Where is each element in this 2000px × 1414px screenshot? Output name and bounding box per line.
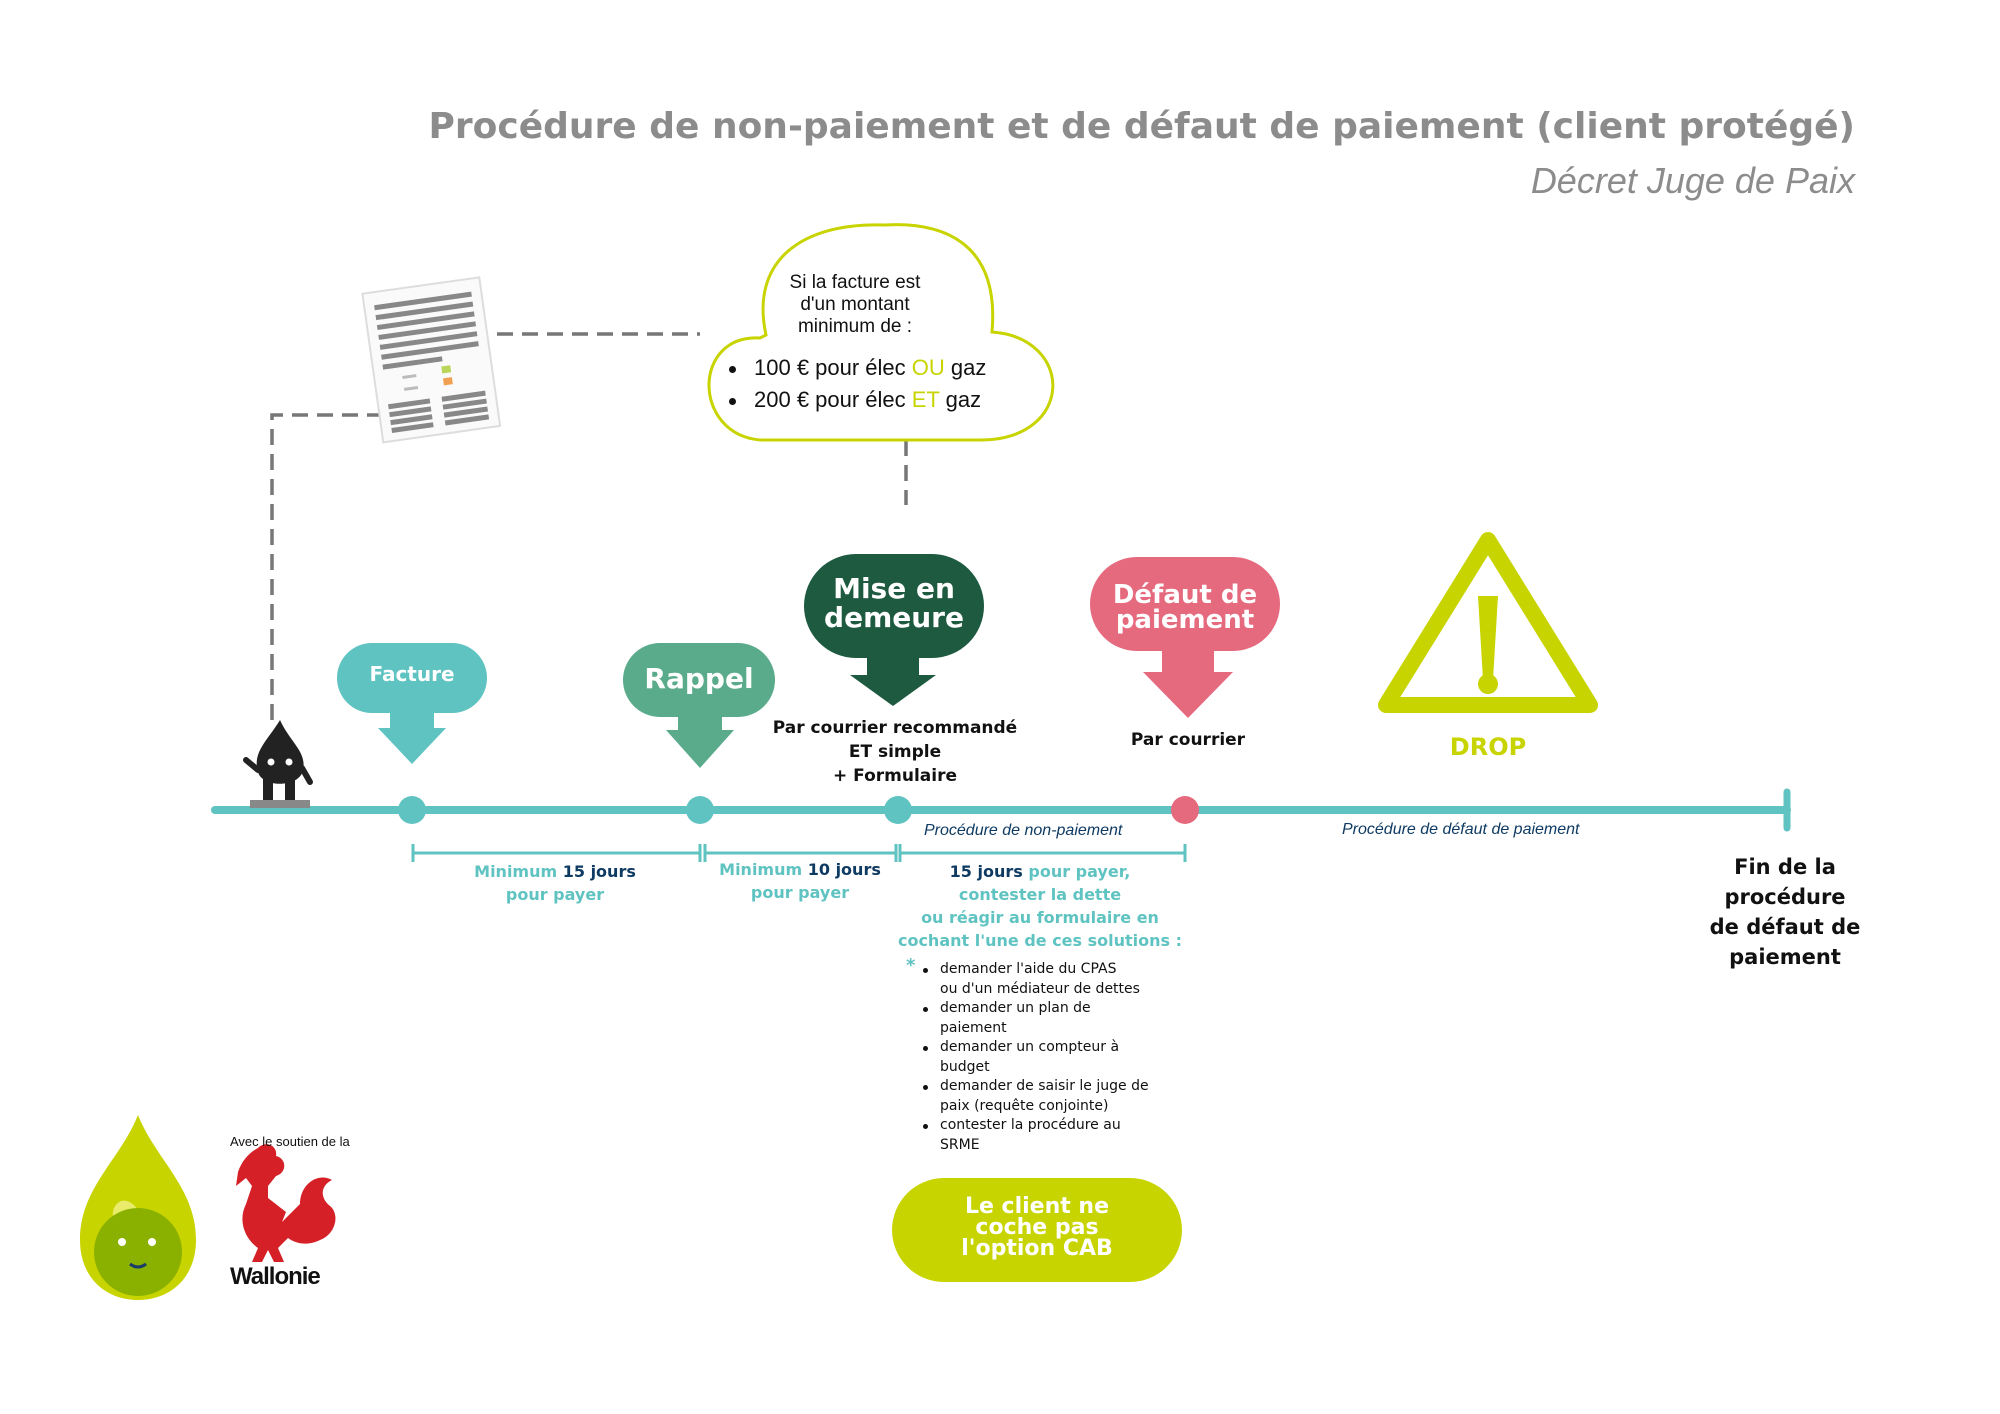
gap-rappel-mise: Minimum 10 jours pour payer [700, 858, 900, 904]
threshold-connector: ET [911, 387, 940, 412]
condition-cloud [707, 223, 1055, 442]
sponsor-region: Wallonie [230, 1263, 321, 1290]
cab-label-line: l'option CAB [961, 1236, 1113, 1261]
mise-en-demeure-marker [804, 554, 984, 706]
step-mise-en-demeure-label: Mise en demeure [804, 574, 984, 633]
threshold-energy: gaz [945, 387, 982, 412]
gap-text: pour payer, [1028, 862, 1131, 881]
asterisk-mark: * [906, 955, 916, 976]
step-label-line: paiement [1115, 604, 1255, 635]
cloud-intro-line: minimum de : [797, 316, 913, 337]
delivery-line: ET simple [848, 742, 942, 762]
cab-label: Le client ne coche pas l'option CAB [892, 1194, 1182, 1261]
gap-text: contester la dette [958, 885, 1122, 904]
gap-brackets [411, 844, 1187, 862]
gap-days: 15 jours [562, 862, 636, 881]
phase-defaut: Procédure de défaut de paiement [1342, 821, 1580, 838]
page-title: Procédure de non-paiement et de défaut d… [428, 106, 1856, 147]
gap-days: 10 jours [807, 860, 881, 879]
threshold-amount: 200 € pour élec [754, 387, 906, 412]
dashed-connectors [270, 332, 908, 720]
gap-suffix: pour payer [750, 883, 850, 902]
cab-label-line: Le client ne [964, 1194, 1110, 1219]
brand-drop-logo [80, 1115, 196, 1300]
timeline-dot-mise-en-demeure [884, 796, 912, 824]
drop-label: DROP [1449, 733, 1527, 761]
page-subtitle: Décret Juge de Paix [1530, 160, 1855, 201]
mise-en-demeure-delivery: Par courrier recommandé ET simple + Form… [755, 716, 1035, 788]
cloud-threshold-list: 100 € pour élec OU gaz 200 € pour élec E… [729, 352, 1069, 416]
delivery-line: + Formulaire [832, 766, 957, 786]
cab-pill-shape [892, 1178, 1182, 1282]
mascot-icon [243, 720, 313, 808]
gap-text: cochant l'une de ces solutions : [897, 931, 1183, 950]
step-label-line: Mise en [833, 572, 955, 605]
cab-label-line: coche pas [975, 1215, 1099, 1240]
gap-days: 15 jours [949, 862, 1023, 881]
gap-facture-rappel: Minimum 15 jours pour payer [455, 860, 655, 906]
step-rappel-label: Rappel [644, 662, 754, 695]
step-defaut-label: Défaut de paiement [1090, 580, 1280, 635]
defaut-delivery: Par courrier [1130, 730, 1246, 750]
delivery-line: Par courrier recommandé [772, 718, 1018, 738]
rappel-marker [623, 643, 775, 768]
cloud-threshold-item: 100 € pour élec OU gaz [729, 352, 1069, 384]
end-line: paiement [1729, 945, 1841, 969]
cloud-intro-line: Si la facture est [789, 272, 921, 293]
gap-text: ou réagir au formulaire en [921, 908, 1159, 927]
end-of-procedure-label: Fin de la procédure de défaut de paiemen… [1690, 852, 1880, 972]
sponsor-text: Avec le soutien de la [230, 1134, 350, 1149]
option-item: demander l'aide du CPAS ou d'un médiateu… [920, 960, 1180, 999]
cloud-intro: Si la facture est d'un montant minimum d… [760, 272, 950, 338]
options-list: demander l'aide du CPAS ou d'un médiateu… [920, 960, 1180, 1155]
timeline-dot-defaut [1171, 796, 1199, 824]
cloud-intro-line: d'un montant [800, 294, 910, 315]
timeline-dot-facture [398, 796, 426, 824]
end-line: procédure [1724, 885, 1846, 909]
connector-invoice [270, 413, 388, 720]
end-line: Fin de la [1734, 855, 1836, 879]
gap-prefix: Minimum [719, 860, 803, 879]
rooster-logo [236, 1144, 336, 1262]
threshold-energy: gaz [950, 355, 987, 380]
phase-non-paiement: Procédure de non-paiement [924, 822, 1123, 839]
cloud-threshold-item: 200 € pour élec ET gaz [729, 384, 1069, 416]
threshold-amount: 100 € pour élec [754, 355, 906, 380]
threshold-connector: OU [911, 355, 945, 380]
end-line: de défaut de [1709, 915, 1861, 939]
step-facture-label: Facture [369, 662, 455, 686]
step-label-line: demeure [824, 601, 964, 635]
defaut-de-paiement-marker [1090, 557, 1280, 718]
step-label-line: Défaut de [1112, 580, 1258, 610]
gap-mise-defaut: 15 jours pour payer, contester la dette … [880, 860, 1200, 952]
gap-prefix: Minimum [474, 862, 558, 881]
timeline-dot-rappel [686, 796, 714, 824]
warning-triangle-icon [1378, 532, 1598, 713]
gap-suffix: pour payer [505, 885, 605, 904]
facture-marker [337, 643, 487, 764]
invoice-document-icon [361, 276, 502, 444]
